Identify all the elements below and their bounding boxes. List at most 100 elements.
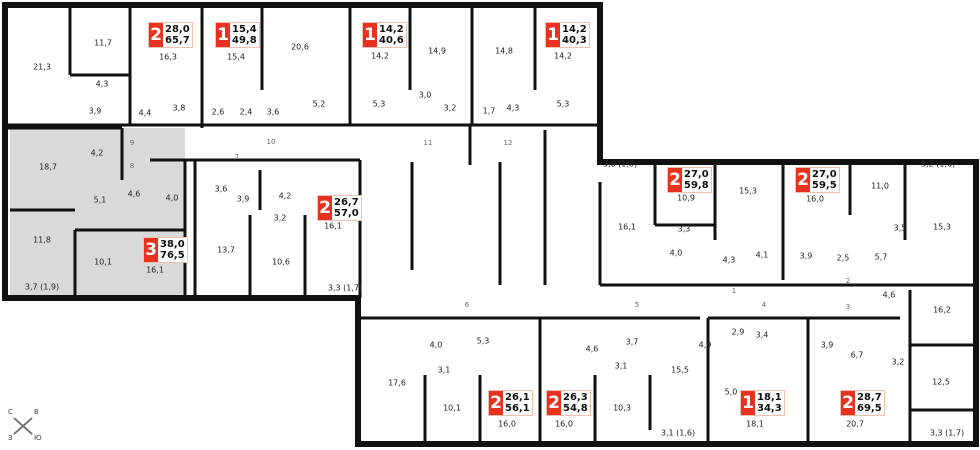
living-area: 27,0: [684, 169, 709, 180]
room-count: 2: [547, 391, 561, 415]
room-area: 20,7: [846, 419, 864, 429]
room-area: 5,1: [93, 195, 107, 205]
room-area: 5,3: [476, 336, 490, 346]
room-area: 16,3: [159, 52, 177, 62]
room-area: 3,9: [236, 194, 250, 204]
room-area: 4,2: [278, 191, 292, 201]
room-area: 15,3: [933, 222, 951, 232]
room-area: 16,0: [555, 419, 573, 429]
room-area: 4,3: [506, 103, 520, 113]
door-number: 7: [234, 153, 240, 161]
room-area: 4,0: [429, 340, 443, 350]
room-count: 2: [841, 391, 855, 415]
living-area: 28,0: [165, 24, 190, 35]
living-area: 28,7: [857, 392, 882, 403]
room-area: 4,3: [95, 79, 109, 89]
living-area: 27,0: [812, 169, 837, 180]
room-area: 4,6: [882, 290, 896, 300]
room-area: 3,2: [891, 357, 905, 367]
room-area: 4,2: [90, 148, 104, 158]
compass-south: Ю: [34, 434, 42, 442]
room-count: 2: [489, 391, 503, 415]
room-area: 10,3: [613, 403, 631, 413]
room-area: 5,7: [874, 252, 888, 262]
total-area: 59,5: [812, 180, 837, 191]
room-area: 4,9: [698, 340, 712, 350]
door-number: 4: [761, 301, 767, 309]
room-area: 11,8: [33, 235, 51, 245]
room-area: 10,6: [272, 257, 290, 267]
room-area: 10,1: [443, 403, 461, 413]
room-area: 15,3: [739, 186, 757, 196]
room-area: 2,4: [239, 107, 253, 117]
room-area: 3,1 (1,6): [660, 428, 696, 438]
room-area: 3,7: [625, 337, 639, 347]
room-area: 3,8: [172, 103, 186, 113]
total-area: 57,0: [334, 208, 359, 219]
room-area: 11,0: [871, 181, 889, 191]
room-area: 3,4: [755, 330, 769, 340]
room-area: 15,4: [227, 52, 245, 62]
living-area: 26,7: [334, 197, 359, 208]
total-area: 40,6: [379, 35, 404, 46]
compass-north: С: [8, 408, 13, 416]
room-area: 3,6: [214, 184, 228, 194]
room-count: 2: [796, 168, 810, 192]
room-area: 5,2: [312, 99, 326, 109]
door-number: 9: [129, 139, 135, 147]
room-area: 3,0: [418, 90, 432, 100]
room-count: 2: [668, 168, 682, 192]
room-count: 2: [318, 196, 332, 220]
room-area: 20,6: [291, 42, 309, 52]
room-area: 16,0: [806, 194, 824, 204]
compass-east: В: [34, 408, 39, 416]
door-number: 11: [423, 139, 433, 147]
room-area: 3,2: [443, 103, 457, 113]
total-area: 65,7: [165, 35, 190, 46]
room-area: 16,1: [618, 222, 636, 232]
room-area: 2,9: [731, 327, 745, 337]
room-area: 3,3 (1,7): [929, 428, 965, 438]
door-number: 1: [731, 287, 737, 295]
door-number: 5: [634, 301, 640, 309]
room-area: 14,9: [428, 46, 446, 56]
room-area: 14,2: [371, 51, 389, 61]
room-area: 13,7: [217, 245, 235, 255]
highlighted-apartment: [10, 128, 185, 296]
room-area: 14,8: [495, 46, 513, 56]
living-area: 38,0: [160, 239, 185, 250]
room-area: 2,6: [211, 107, 225, 117]
room-area: 3,6 (1,8): [602, 159, 638, 169]
room-area: 3,2 (1,6): [920, 159, 956, 169]
room-area: 3,3: [677, 224, 691, 234]
room-area: 3,9: [88, 106, 102, 116]
total-area: 76,5: [160, 250, 185, 261]
room-area: 11,7: [94, 38, 112, 48]
total-area: 54,8: [563, 403, 588, 414]
room-area: 3,9: [799, 251, 813, 261]
room-area: 16,0: [498, 419, 516, 429]
room-area: 4,0: [669, 248, 683, 258]
room-area: 17,6: [388, 378, 406, 388]
room-count: 1: [363, 23, 377, 47]
room-area: 5,3: [372, 99, 386, 109]
room-area: 18,7: [39, 162, 57, 172]
room-area: 3,5: [893, 223, 907, 233]
door-number: 3: [845, 303, 851, 311]
room-area: 16,1: [146, 265, 164, 275]
door-number: 10: [266, 138, 276, 146]
room-area: 3,1: [437, 365, 451, 375]
